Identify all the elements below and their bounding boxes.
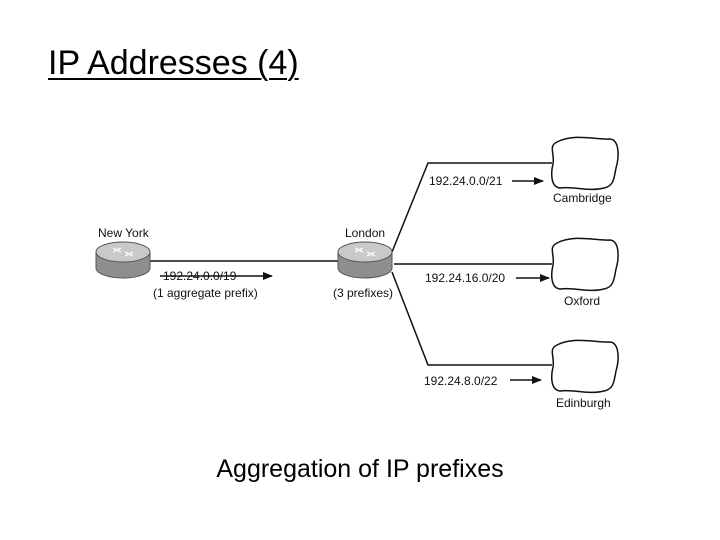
router-label-new-york: New York	[98, 226, 150, 240]
network-cloud-edinburgh	[551, 339, 619, 394]
network-name-edinburgh: Edinburgh	[556, 396, 611, 410]
london-prefix-count-label: (3 prefixes)	[333, 286, 393, 300]
link-london-cambridge	[391, 162, 552, 253]
router-arrows-icon	[112, 247, 134, 257]
network-prefix-oxford: 192.24.16.0/20	[425, 271, 505, 285]
slide-title: IP Addresses (4)	[48, 44, 299, 82]
network-prefix-edinburgh: 192.24.8.0/22	[424, 374, 498, 388]
router-new-york	[95, 241, 151, 279]
router-london	[337, 241, 393, 279]
link-london-edinburgh	[391, 271, 552, 366]
aggregate-prefix-label: 192.24.0.0/19	[163, 269, 237, 283]
network-cloud-cambridge	[551, 136, 619, 191]
network-name-oxford: Oxford	[564, 294, 600, 308]
network-name-cambridge: Cambridge	[553, 191, 612, 205]
router-arrows-icon	[354, 247, 376, 257]
router-label-london: London	[345, 226, 385, 240]
network-prefix-cambridge: 192.24.0.0/21	[429, 174, 503, 188]
aggregate-note-label: (1 aggregate prefix)	[153, 286, 258, 300]
diagram-caption: Aggregation of IP prefixes	[216, 455, 504, 483]
network-cloud-oxford	[551, 237, 619, 292]
